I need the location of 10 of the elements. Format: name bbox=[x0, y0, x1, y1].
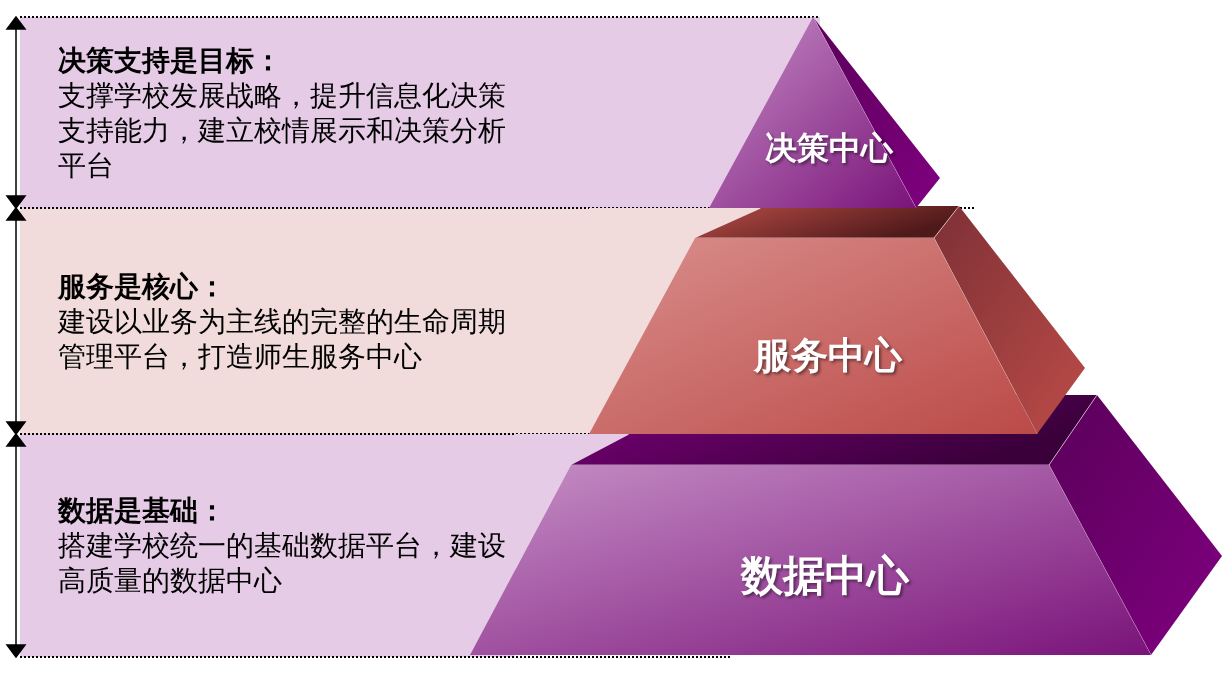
heading-text: 决策支持是目标： bbox=[58, 42, 282, 78]
tier-label: 数据中心 bbox=[741, 552, 909, 600]
description-text: 搭建学校统一的基础数据平台，建设高质量的数据中心 bbox=[58, 528, 507, 598]
heading-text: 服务是核心： bbox=[58, 268, 226, 304]
heading-text: 数据是基础： bbox=[58, 493, 226, 528]
pyramid-tier bbox=[589, 206, 1085, 434]
description-text: 支撑学校发展战略，提升信息化决策支持能力，建立校情展示和决策分析平台 bbox=[58, 77, 507, 183]
tier-label: 决策中心 bbox=[765, 131, 893, 167]
tier-label: 服务中心 bbox=[754, 335, 902, 377]
description-text: 建设以业务为主线的完整的生命周期管理平台，打造师生服务中心 bbox=[58, 303, 507, 374]
